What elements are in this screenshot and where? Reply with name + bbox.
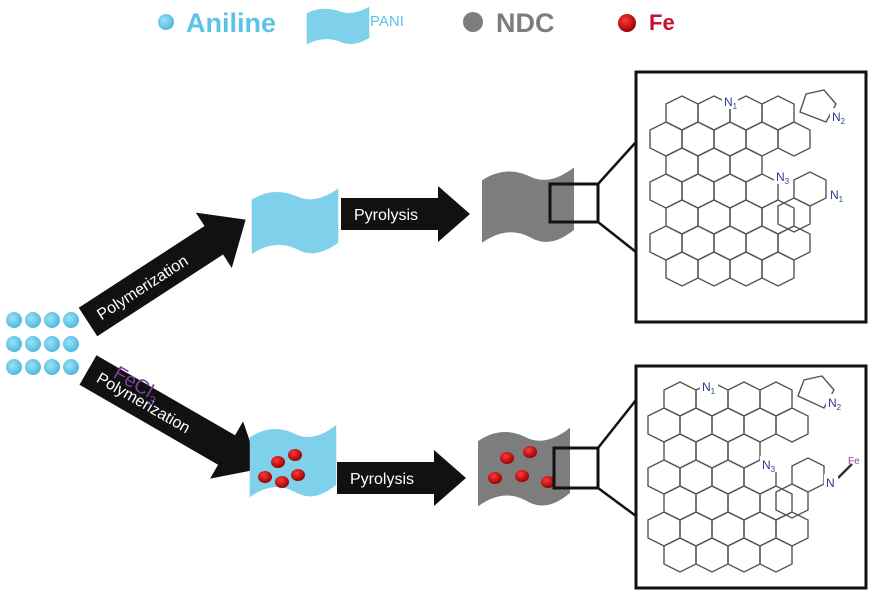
- atom-n1-a-top: N1: [724, 95, 738, 111]
- zoom-line-top-1: [597, 141, 637, 185]
- pyrolysis-arrow-top: Pyrolysis: [341, 186, 470, 242]
- atom-n-fe-bottom: N: [826, 476, 835, 490]
- atom-n3-bottom: N3: [762, 458, 776, 474]
- atom-n2-bottom: N2: [828, 396, 842, 412]
- ndc-legend-icon: [463, 12, 483, 32]
- fe-particles-pani: [258, 449, 305, 488]
- atom-n2-top: N2: [832, 110, 846, 126]
- atom-fe-bottom: Fe: [848, 456, 860, 467]
- atom-n3-top: N3: [776, 170, 790, 186]
- legend-ndc-label: NDC: [496, 8, 555, 38]
- polymerization-label-top: Polymerization: [94, 252, 191, 323]
- zoom-line-top-2: [597, 221, 637, 253]
- atom-n1-bottom: N1: [702, 380, 716, 396]
- structure-panel-bottom: N1 N2 N3 N Fe: [634, 364, 868, 590]
- polymerization-arrow-bottom: Polymerization: [79, 355, 260, 479]
- legend-pani-label: PANI: [370, 13, 404, 30]
- pani-sheet-top: [252, 188, 338, 254]
- ndc-sheet-top: [482, 167, 574, 242]
- pyrolysis-label-bottom: Pyrolysis: [350, 471, 414, 488]
- legend-fe-label: Fe: [649, 10, 675, 35]
- fe-legend-icon: [618, 14, 636, 32]
- polymerization-arrow-top: Polymerization: [78, 212, 246, 337]
- pyrolysis-arrow-bottom: Pyrolysis: [337, 450, 466, 506]
- legend-aniline-label: Aniline: [186, 8, 276, 38]
- fe-particles-ndc: [488, 446, 555, 488]
- pani-legend-icon: [307, 7, 370, 45]
- zoom-box-bottom: [552, 446, 600, 490]
- aniline-grid: [6, 312, 79, 375]
- ndc-fe-sheet-bottom: [478, 428, 570, 507]
- legend: Aniline PANI NDC Fe: [158, 7, 675, 45]
- structure-panel-top: N1 N2 N3 N1: [634, 70, 868, 324]
- atom-n1-b-top: N1: [830, 188, 844, 204]
- pani-fe-sheet-bottom: [250, 425, 336, 497]
- zoom-line-bottom-2: [597, 486, 637, 518]
- pyrolysis-label-top: Pyrolysis: [354, 207, 418, 224]
- zoom-box-top: [548, 182, 600, 224]
- zoom-line-bottom-1: [597, 399, 637, 449]
- fe-n-bond: [837, 463, 853, 479]
- aniline-legend-icon: [158, 14, 174, 30]
